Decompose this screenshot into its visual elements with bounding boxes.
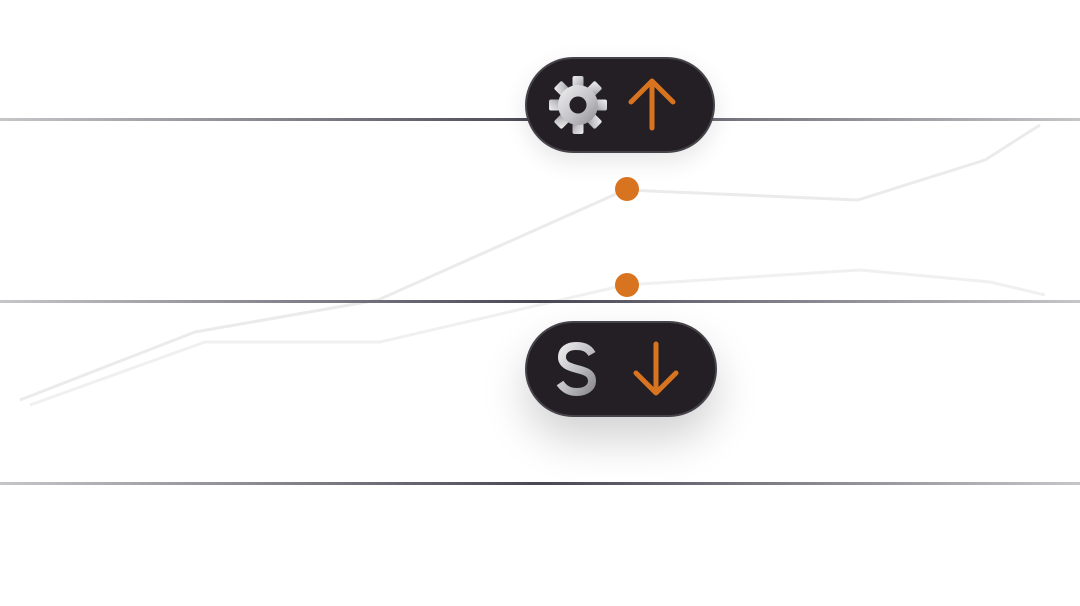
horizontal-rule-bottom [0,482,1080,485]
arrow-down-icon [633,341,679,396]
data-marker-lower [615,273,639,297]
gear-icon [549,76,607,134]
horizontal-rule-middle [0,300,1080,303]
dollar-icon [556,338,597,400]
settings-up-badge [525,57,715,153]
cost-down-badge [525,321,717,417]
arrow-up-icon [628,78,676,131]
data-marker-upper [615,177,639,201]
